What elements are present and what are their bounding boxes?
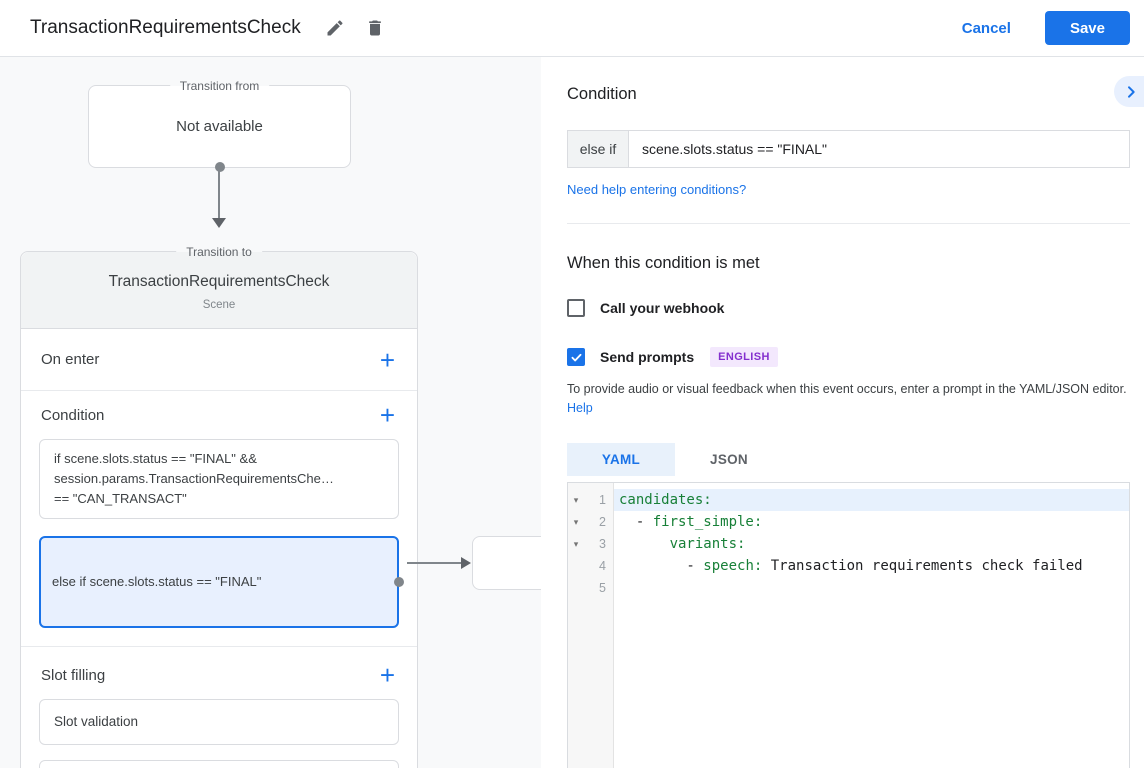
send-prompts-checkbox[interactable] <box>567 348 585 366</box>
code-token: Transaction requirements check failed <box>762 558 1083 574</box>
scene-diagram-panel: Transition from Not available Transition… <box>0 57 541 768</box>
webhook-checkbox[interactable] <box>567 299 585 317</box>
on-enter-label: On enter <box>41 351 100 368</box>
arrowhead-down-icon <box>212 218 226 228</box>
transition-target-node[interactable] <box>472 536 541 590</box>
language-badge: ENGLISH <box>710 347 778 367</box>
slot-node[interactable]: TransactionRequirementsCheck <box>39 760 399 768</box>
arrowhead-right-icon <box>461 557 471 569</box>
line-number: 3 <box>599 537 606 551</box>
line-number: 5 <box>599 581 606 595</box>
send-prompts-label: Send prompts <box>600 349 695 365</box>
code-line[interactable]: variants: <box>614 533 1129 555</box>
add-on-enter-button[interactable]: + <box>379 344 395 375</box>
collapse-panel-button[interactable] <box>1114 76 1144 107</box>
line-number: 1 <box>599 493 606 507</box>
code-token: speech: <box>703 558 763 574</box>
when-met-section: When this condition is met Call your web… <box>541 224 1144 768</box>
code-token: variants: <box>669 536 746 552</box>
code-token <box>619 536 670 552</box>
section-slot-filling: Slot filling + Slot validation Transacti… <box>21 651 417 768</box>
editor-code[interactable]: candidates: - first_simple: variants: - … <box>614 483 1129 768</box>
code-line[interactable] <box>614 577 1129 599</box>
section-on-enter: On enter + <box>21 329 417 391</box>
section-condition: Condition + if scene.slots.status == "FI… <box>21 391 417 647</box>
prompt-description: To provide audio or visual feedback when… <box>567 380 1144 418</box>
editor-tabs: YAML JSON <box>567 443 1130 476</box>
slot-filling-label: Slot filling <box>41 666 106 684</box>
gutter-row: ▾3 <box>568 533 613 555</box>
code-line[interactable]: - speech: Transaction requirements check… <box>614 555 1129 577</box>
connector-line-vertical <box>218 168 220 219</box>
scene-subtitle: Scene <box>202 299 236 311</box>
add-condition-button[interactable]: + <box>379 400 395 430</box>
tab-yaml[interactable]: YAML <box>567 443 675 476</box>
condition-section-label: Condition <box>41 406 105 424</box>
condition-prefix: else if <box>567 130 628 168</box>
code-line[interactable]: candidates: <box>614 489 1129 511</box>
gutter-row: 5 <box>568 577 613 599</box>
line-number: 2 <box>599 515 606 529</box>
code-line[interactable]: - first_simple: <box>614 511 1129 533</box>
gutter-row: ▾1 <box>568 489 613 511</box>
cancel-button[interactable]: Cancel <box>961 19 1011 37</box>
connector-dot <box>394 577 404 587</box>
condition-editor-panel: Condition else if Need help entering con… <box>541 57 1144 768</box>
trash-icon <box>365 18 385 38</box>
gutter-row: 4 <box>568 555 613 577</box>
webhook-row: Call your webhook <box>567 299 1130 317</box>
page-title: TransactionRequirementsCheck <box>30 17 301 38</box>
code-token: first_simple: <box>652 514 763 530</box>
section-divider <box>567 223 1130 224</box>
delete-scene-button[interactable] <box>361 14 389 42</box>
slot-node[interactable]: Slot validation <box>39 699 399 745</box>
transition-from-value: Not available <box>176 118 263 135</box>
conditions-help-link[interactable]: Need help entering conditions? <box>567 182 747 197</box>
transition-to-label: Transition to <box>176 244 262 260</box>
connector-line-horizontal <box>407 562 461 564</box>
top-bar: TransactionRequirementsCheck Cancel Save <box>0 0 1144 57</box>
prompt-description-text: To provide audio or visual feedback when… <box>567 382 1127 396</box>
code-token: candidates: <box>619 492 712 508</box>
tab-json[interactable]: JSON <box>710 452 748 467</box>
when-met-heading: When this condition is met <box>567 254 760 272</box>
code-token: - <box>619 558 704 574</box>
scene-card-header[interactable]: TransactionRequirementsCheck Scene <box>21 252 417 329</box>
condition-expression-input[interactable] <box>628 130 1130 168</box>
condition-header-section: Condition else if Need help entering con… <box>541 57 1144 224</box>
transition-from-label: Transition from <box>169 78 270 94</box>
content: Transition from Not available Transition… <box>0 57 1144 768</box>
gutter-row: ▾2 <box>568 511 613 533</box>
connector-dot <box>214 162 225 172</box>
code-token: - <box>619 514 653 530</box>
prompt-help-link[interactable]: Help <box>567 401 593 415</box>
line-number: 4 <box>599 559 606 573</box>
condition-expression-row: else if <box>567 130 1130 168</box>
transition-from-node[interactable]: Transition from Not available <box>88 78 351 172</box>
scene-title: TransactionRequirementsCheck <box>108 273 330 290</box>
transition-to-card: Transition to TransactionRequirementsChe… <box>20 244 418 768</box>
condition-node-text: else if scene.slots.status == "FINAL" <box>52 574 262 589</box>
condition-node[interactable]: if scene.slots.status == "FINAL" && sess… <box>39 439 399 519</box>
save-button[interactable]: Save <box>1044 11 1130 45</box>
send-prompts-row: Send prompts ENGLISH <box>567 347 1130 367</box>
fold-icon[interactable]: ▾ <box>573 494 579 505</box>
edit-title-button[interactable] <box>321 14 349 42</box>
condition-node[interactable]: else if scene.slots.status == "FINAL" <box>39 536 404 628</box>
check-icon <box>571 353 581 361</box>
pencil-icon <box>325 18 345 38</box>
chevron-right-icon <box>1123 84 1139 100</box>
fold-icon[interactable]: ▾ <box>573 516 579 527</box>
fold-icon[interactable]: ▾ <box>573 538 579 549</box>
add-slot-button[interactable]: + <box>379 660 395 690</box>
webhook-label: Call your webhook <box>600 300 725 316</box>
condition-panel-heading: Condition <box>567 85 637 103</box>
